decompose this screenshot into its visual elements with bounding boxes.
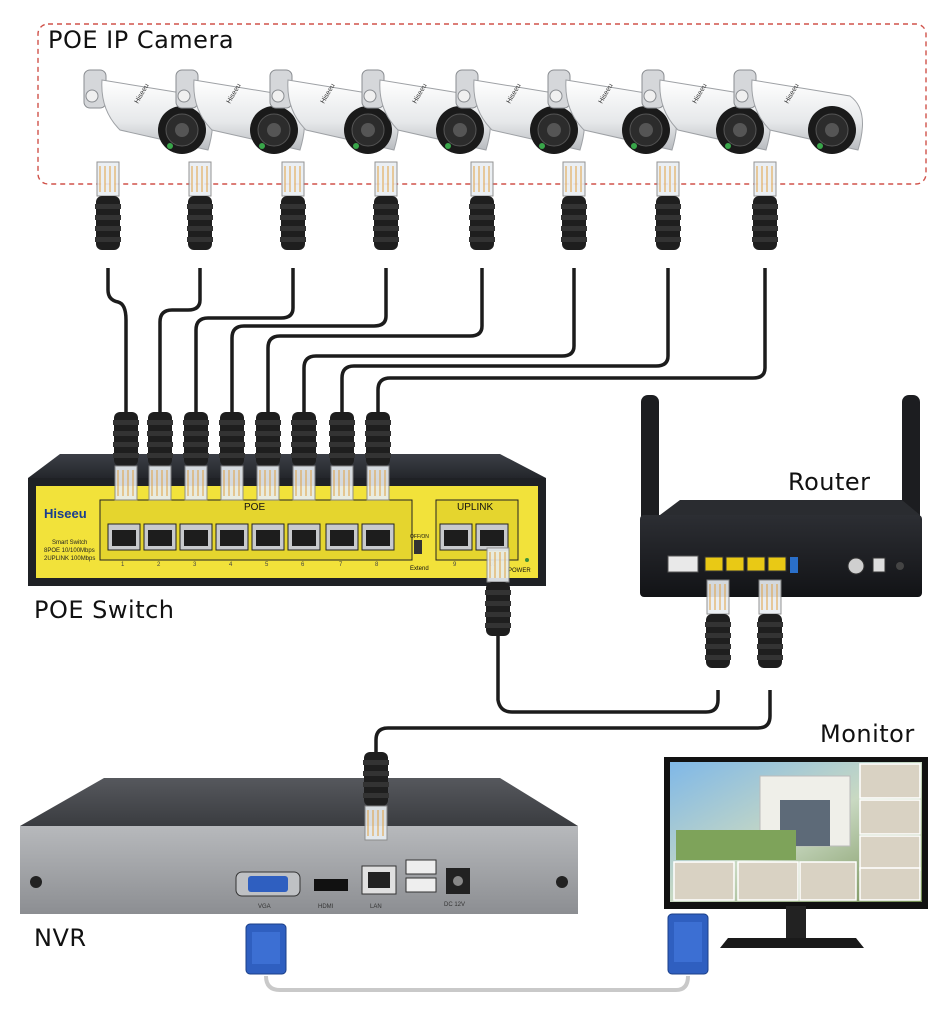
switch-toggle-label: OFF/ON (410, 534, 429, 540)
label-router: Router (788, 468, 871, 496)
switch-plug-5 (255, 412, 281, 501)
label-camera-group: POE IP Camera (48, 26, 235, 54)
vga-plug-monitor (667, 913, 709, 975)
camera-cable-3 (194, 268, 295, 412)
uplink-cables (264, 612, 772, 992)
router-plug-1 (705, 579, 731, 668)
camera-cables (106, 268, 767, 412)
nvr-port-label-dc: DC 12V (444, 902, 465, 908)
connectors (95, 161, 783, 841)
camera-cable-6 (302, 268, 576, 412)
switch-port-number-8: 8 (375, 562, 379, 568)
camera-cable-1 (106, 268, 128, 412)
camera-cable-7 (340, 268, 670, 412)
camera-plug-2 (187, 161, 213, 250)
nvr-port-label-lan: LAN (370, 904, 382, 910)
switch-plug-8 (365, 412, 391, 501)
router-lan-ports (704, 556, 787, 572)
switch-uplink-label: UPLINK (457, 502, 493, 513)
camera-plug-7 (655, 161, 681, 250)
nvr-port-label-hdmi: HDMI (318, 904, 334, 910)
camera-plug-1 (95, 161, 121, 250)
vga-plug-nvr (245, 923, 287, 975)
camera-cable-2 (158, 268, 202, 412)
router-antenna-right (902, 395, 920, 535)
switch-plug-6 (291, 412, 317, 501)
nvr-vga-port (235, 871, 301, 897)
switch-port-number-5: 5 (265, 562, 269, 568)
switch-plug-7 (329, 412, 355, 501)
switch-port-number-9: 9 (453, 562, 457, 568)
camera-plug-5 (469, 161, 495, 250)
switch-plug-3 (183, 412, 209, 501)
switch-model-line2: 8POE 10/100Mbps (44, 548, 95, 554)
label-switch: POE Switch (34, 596, 175, 624)
label-monitor: Monitor (820, 720, 915, 748)
switch-port-number-6: 6 (301, 562, 305, 568)
switch-port-number-4: 4 (229, 562, 233, 568)
switch-uplink-plug (485, 547, 511, 636)
switch-brand: Hiseeu (44, 506, 87, 521)
nvr-lan-plug (363, 752, 389, 841)
camera-cable-4 (230, 268, 388, 412)
camera-cable-5 (266, 268, 484, 412)
switch-toggle-sub: Extend (410, 566, 429, 572)
switch-port-number-3: 3 (193, 562, 197, 568)
nvr-lan-port (361, 865, 397, 895)
switch-poe-label: POE (244, 502, 265, 513)
camera-plug-6 (561, 161, 587, 250)
switch-port-number-1: 1 (121, 562, 125, 568)
ip-camera-7: Hiseeu (641, 69, 771, 154)
switch-plug-2 (147, 412, 173, 501)
vga-cable (264, 975, 690, 992)
switch-plug-4 (219, 412, 245, 501)
switch-model-line3: 2UPLINK 100Mbps (44, 556, 95, 562)
monitor (664, 757, 928, 948)
switch-toggle[interactable] (414, 540, 422, 554)
switch-port-number-2: 2 (157, 562, 161, 568)
ip-camera-8: Hiseeu (733, 69, 863, 154)
camera-cable-8 (376, 268, 767, 412)
router (640, 395, 922, 597)
camera-plug-3 (280, 161, 306, 250)
label-nvr: NVR (34, 924, 87, 952)
nvr-dc-port (446, 868, 470, 894)
router-plug-2 (757, 579, 783, 668)
nvr-usb-ports (405, 859, 437, 893)
switch-port-number-7: 7 (339, 562, 343, 568)
switch-model-line1: Smart Switch (52, 540, 87, 546)
nvr-front-panel (20, 826, 578, 914)
switch-power-label: POWER (508, 568, 531, 574)
nvr: VGA HDMI LAN DC 12V (20, 778, 578, 914)
nvr-hdmi-port (314, 879, 348, 891)
camera-plug-4 (373, 161, 399, 250)
camera-plug-8 (752, 161, 778, 250)
poe-switch: Hiseeu Smart Switch 8POE 10/100Mbps 2UPL… (28, 454, 546, 586)
nvr-port-label-vga: VGA (258, 904, 271, 910)
camera-group-box (37, 23, 927, 185)
router-antenna-left (641, 395, 659, 535)
ip-camera-1: Hiseeu (83, 69, 213, 154)
switch-plug-1 (113, 412, 139, 501)
